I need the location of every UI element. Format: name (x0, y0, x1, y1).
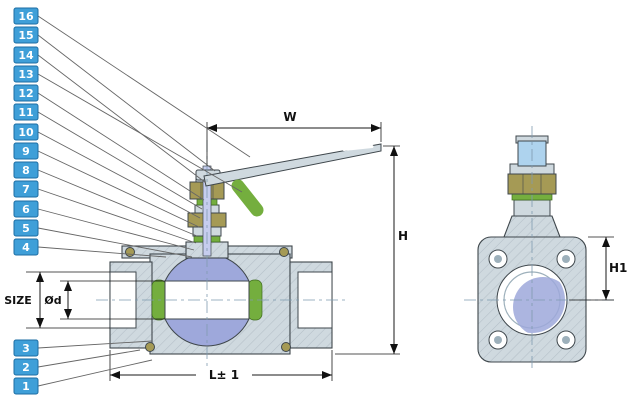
part-callout-label: 11 (18, 106, 33, 119)
part-callout-14: 14 (13, 46, 39, 64)
part-callout-label: 3 (22, 342, 30, 355)
leader-5 (37, 227, 193, 258)
part-callout-2: 2 (13, 358, 39, 376)
part-callout-9: 9 (13, 142, 39, 160)
part-callout-7: 7 (13, 180, 39, 198)
handle-lever (203, 143, 382, 187)
part-callout-13: 13 (13, 65, 39, 83)
part-callout-label: 16 (18, 10, 34, 23)
leader-13 (37, 73, 243, 193)
dim-label-size: SIZE (4, 294, 32, 307)
leader-4 (37, 246, 167, 258)
dimension-size: SIZE (4, 271, 110, 329)
leader-6 (37, 208, 195, 251)
leader-16 (37, 15, 251, 158)
dimension-bore: Ød (44, 280, 165, 320)
leader-14 (37, 54, 207, 184)
part-callout-label: 10 (18, 126, 34, 139)
part-callout-label: 8 (22, 164, 30, 177)
dimension-h: H (335, 145, 408, 355)
part-callout-1: 1 (13, 377, 39, 395)
end-view-bolt-holes (488, 249, 576, 350)
end-view (477, 135, 587, 363)
part-callout-8: 8 (13, 161, 39, 179)
part-callout-16: 16 (13, 7, 39, 25)
handle-grip (231, 179, 264, 217)
leader-2 (37, 349, 141, 368)
part-callout-11: 11 (13, 103, 39, 121)
part-callout-label: 7 (22, 183, 30, 196)
callout-column: 16 15 14 13 12 11 10 9 8 7 6 5 4 3 2 1 (13, 7, 39, 395)
dim-label-h: H (398, 229, 408, 243)
dim-label-h1: H1 (609, 261, 627, 275)
body-bolt-bottom-left (145, 342, 155, 352)
body-bolt-top-left (125, 247, 135, 257)
handle (195, 143, 382, 217)
part-callout-12: 12 (13, 84, 39, 102)
leader-11 (37, 111, 203, 210)
body-bolt-top-right (279, 247, 289, 257)
part-callout-label: 12 (18, 87, 33, 100)
part-callout-4: 4 (13, 238, 39, 256)
leader-10 (37, 131, 201, 219)
part-callout-label: 9 (22, 145, 30, 158)
dimension-h1: H1 (569, 236, 627, 301)
leader-9 (37, 150, 200, 228)
part-callout-label: 2 (22, 361, 30, 374)
dim-label-bore: Ød (44, 294, 61, 307)
dim-label-l: L± 1 (209, 368, 239, 382)
part-callout-label: 4 (22, 241, 30, 254)
leader-12 (37, 92, 205, 201)
part-callout-label: 1 (22, 380, 30, 393)
leader-1 (37, 359, 153, 387)
part-callout-label: 5 (22, 222, 30, 235)
part-callout-label: 15 (18, 29, 33, 42)
part-callout-label: 6 (22, 203, 30, 216)
leader-8 (37, 169, 198, 237)
leader-3 (37, 340, 153, 349)
leader-15 (37, 34, 216, 172)
leader-lines (37, 15, 251, 387)
part-callout-10: 10 (13, 123, 39, 141)
part-callout-label: 14 (18, 49, 34, 62)
handle-slot (342, 145, 374, 151)
dimension-w: W (206, 110, 382, 166)
body-bolt-bottom-right (281, 342, 291, 352)
dimension-l: L± 1 (109, 350, 333, 382)
part-callout-15: 15 (13, 26, 39, 44)
dim-label-w: W (283, 110, 296, 124)
part-callout-5: 5 (13, 219, 39, 237)
leader-7 (37, 188, 197, 244)
part-callout-3: 3 (13, 339, 39, 357)
part-callout-6: 6 (13, 200, 39, 218)
part-callout-label: 13 (18, 68, 33, 81)
